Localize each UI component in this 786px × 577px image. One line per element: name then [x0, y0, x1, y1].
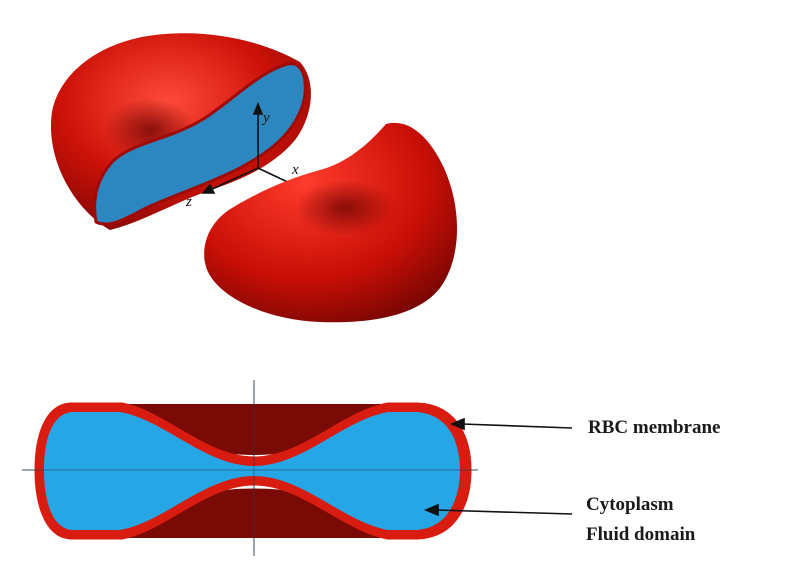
label-fluid-domain: Fluid domain	[586, 524, 696, 545]
label-cytoplasm: Cytoplasm	[586, 494, 674, 515]
rbc-second-half-dimple	[295, 180, 395, 236]
axis-label-x: x	[291, 162, 299, 178]
rbc-cross-section	[22, 380, 478, 556]
axis-label-z: z	[185, 194, 192, 210]
axis-label-y: y	[261, 110, 270, 126]
label-rbc-membrane: RBC membrane	[588, 417, 720, 438]
